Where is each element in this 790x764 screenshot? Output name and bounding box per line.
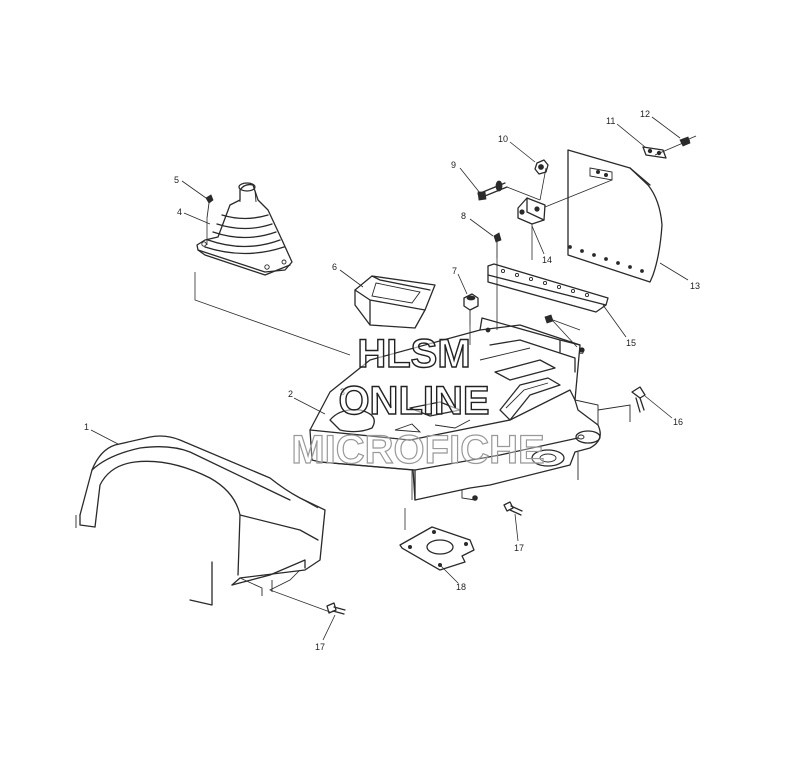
part-2-frame [309, 317, 631, 501]
assembly-guide-lines [194, 139, 691, 613]
callout-11: 11 [606, 116, 615, 126]
callout-leader-lines [90, 116, 689, 641]
callout-7: 7 [452, 266, 457, 276]
part-9-pin [477, 180, 508, 201]
part-17-bolt-right [503, 501, 523, 516]
callout-18: 18 [456, 582, 466, 592]
part-8-stud-upper [493, 232, 502, 258]
part-14-bracket [517, 197, 546, 225]
part-16-bolt [631, 386, 646, 413]
callout-labels: 1 2 3 4 5 6 7 8 8 9 10 11 12 13 14 15 16… [84, 109, 700, 652]
callout-4: 4 [177, 207, 182, 217]
part-18-plate [399, 526, 475, 571]
part-6-storage-tray [354, 275, 436, 329]
part-4-shift-boot [196, 182, 293, 276]
part-15-hinge-strip [487, 263, 609, 313]
part-5-screw [205, 194, 214, 219]
callout-10: 10 [498, 134, 508, 144]
part-12-screw [679, 135, 697, 147]
callout-3: 3 [340, 387, 345, 397]
part-7-fastener [463, 293, 479, 325]
callout-14: 14 [542, 255, 552, 265]
callout-5: 5 [174, 175, 179, 185]
callout-12: 12 [640, 109, 650, 119]
callout-17-left: 17 [315, 642, 325, 652]
part-11-clip [642, 146, 667, 159]
callout-8-lower: 8 [579, 346, 584, 356]
callout-16: 16 [673, 417, 683, 427]
part-17-bolt-left [326, 602, 346, 615]
callout-13: 13 [690, 281, 700, 291]
callout-1: 1 [84, 422, 89, 432]
part-8-stud-lower [544, 314, 554, 324]
watermark: HLSM ONLINE MICROFICHE [291, 331, 546, 472]
callout-9: 9 [451, 160, 456, 170]
watermark-line-3: MICROFICHE [291, 428, 544, 472]
callout-2: 2 [288, 389, 293, 399]
part-13-rear-panel [567, 149, 663, 283]
part-10-nut [534, 159, 549, 175]
callout-8-upper: 8 [461, 211, 466, 221]
callout-6: 6 [332, 262, 337, 272]
callout-17-right: 17 [514, 543, 524, 553]
watermark-line-1: HLSM [357, 332, 470, 376]
callout-15: 15 [626, 338, 636, 348]
part-1-console-cover [75, 435, 326, 606]
watermark-line-2: ONLINE [338, 379, 489, 423]
